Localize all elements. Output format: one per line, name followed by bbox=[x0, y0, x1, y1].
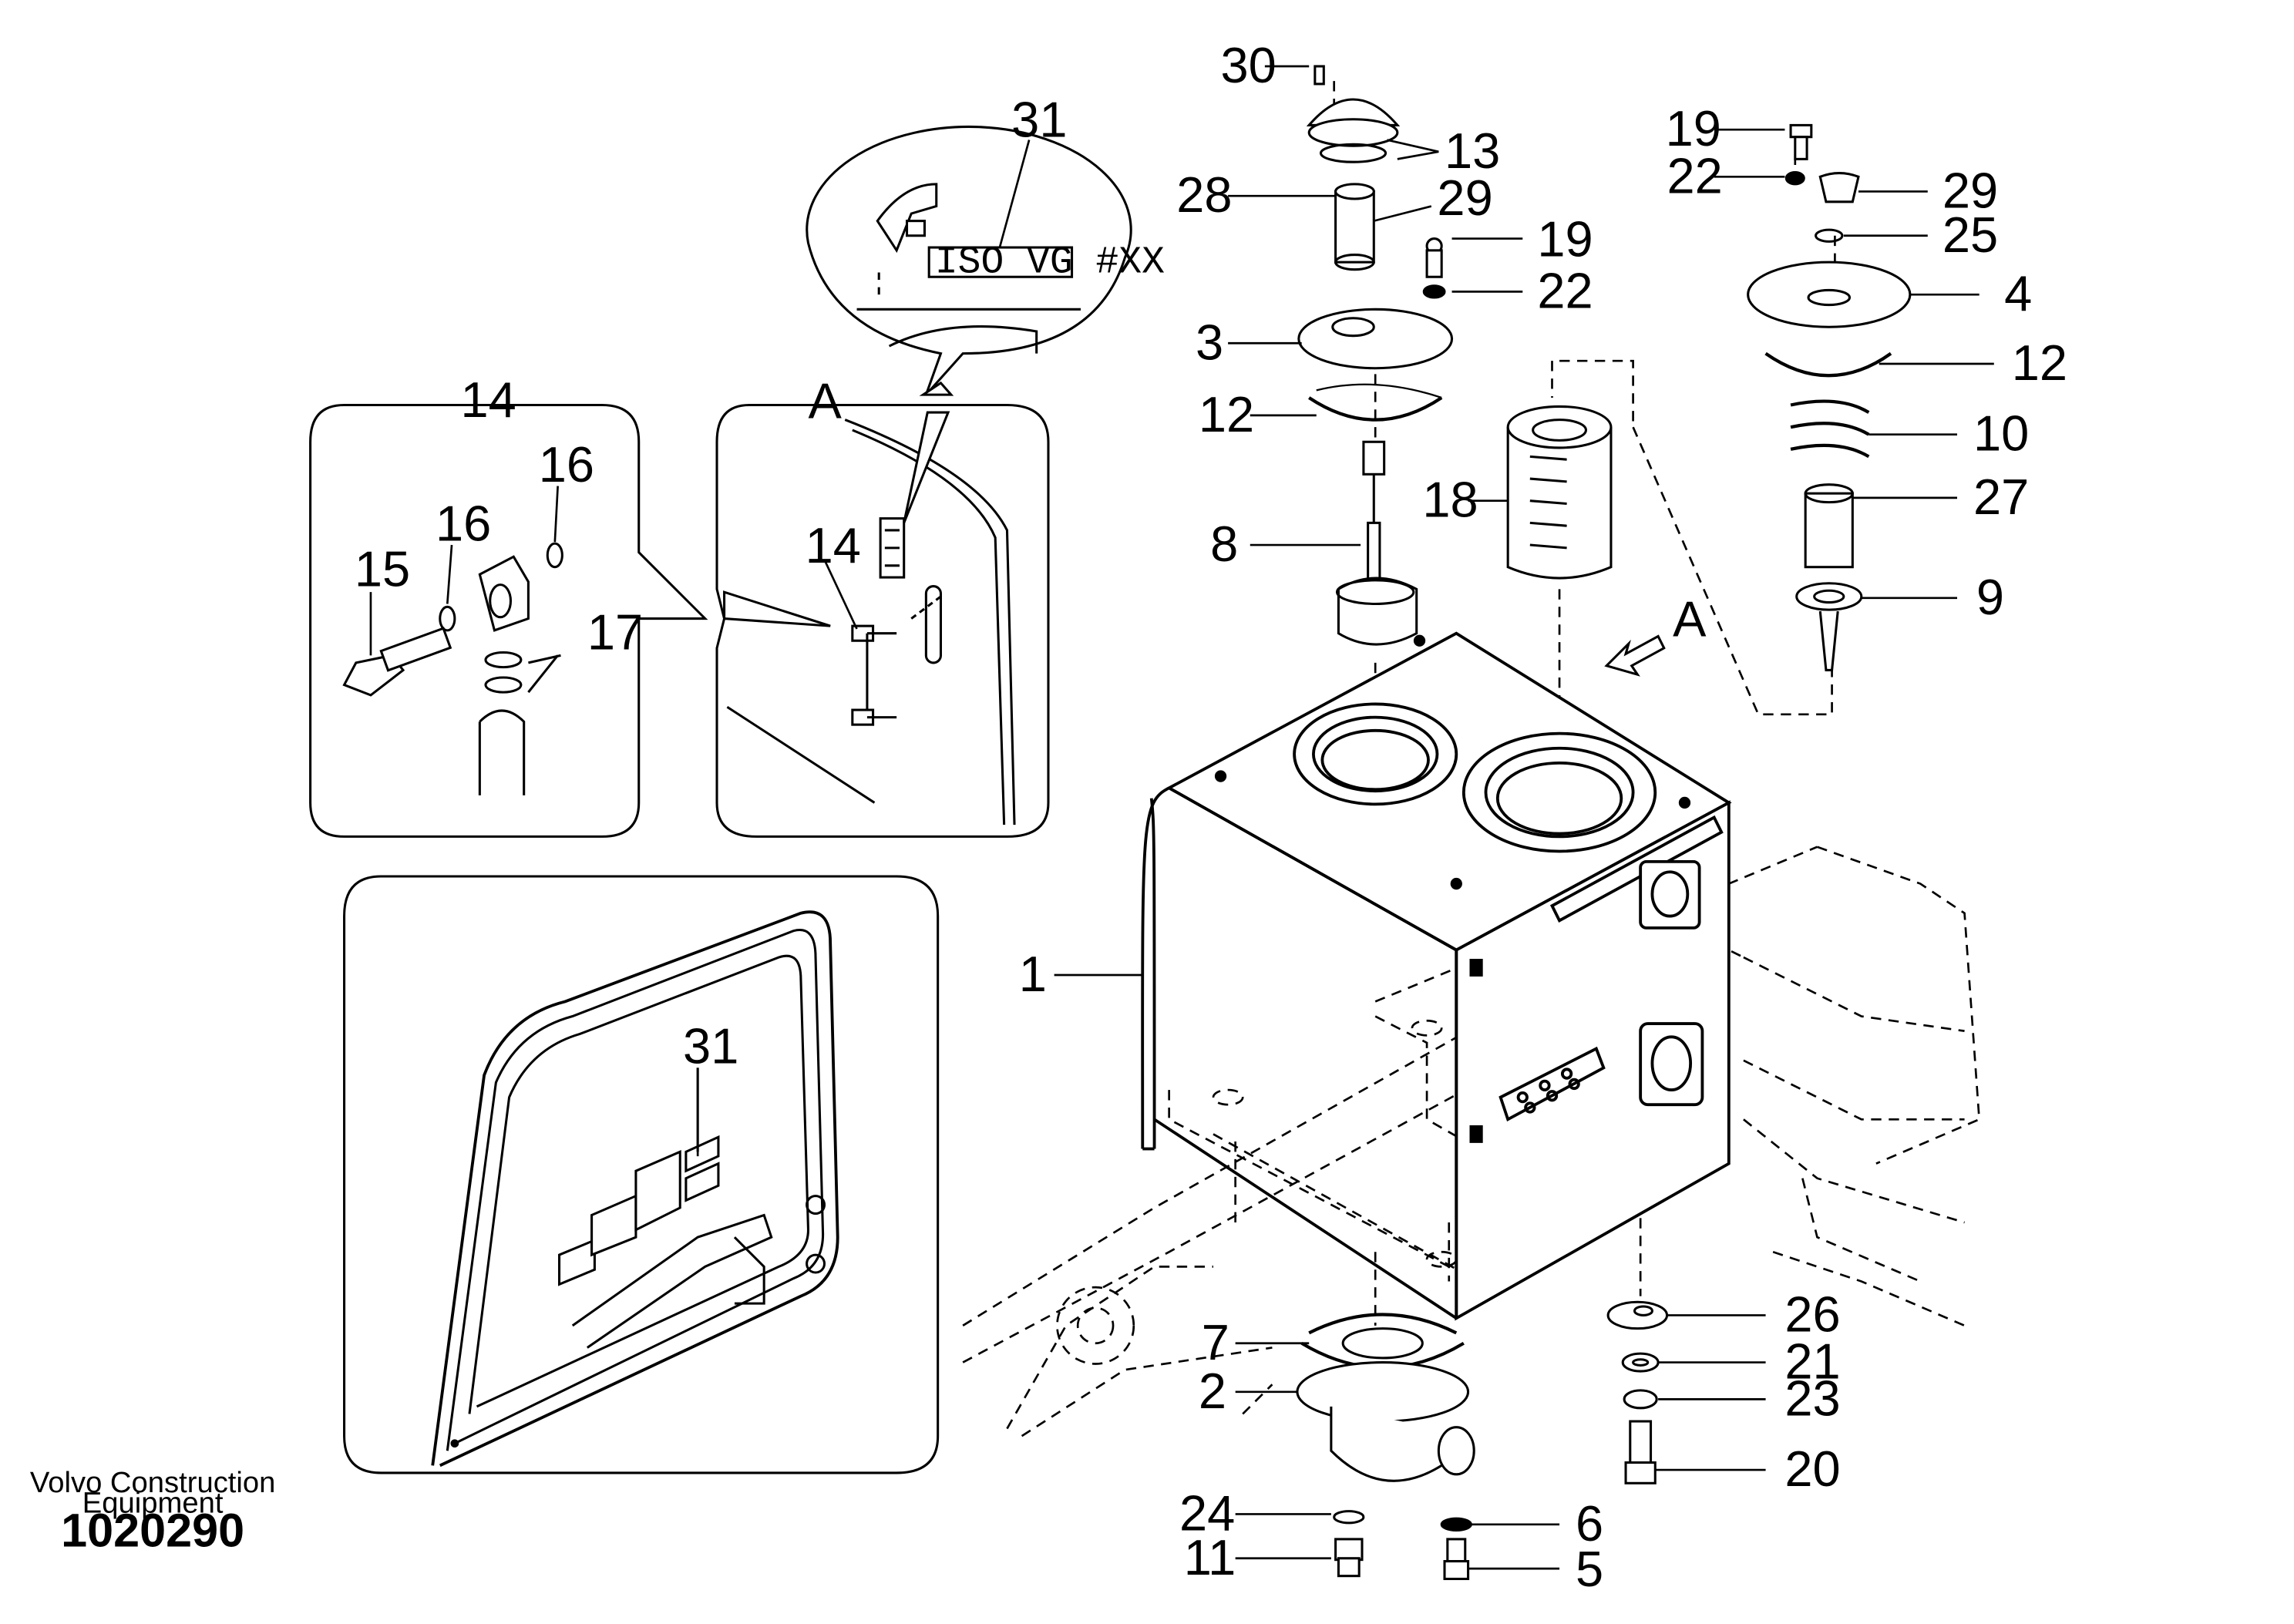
part-label-9: 9 bbox=[1976, 569, 2004, 625]
detail-a-title: A bbox=[808, 373, 842, 429]
detail-box-a bbox=[715, 403, 1050, 838]
drawing-footer: Volvo Construction Equipment 1020290 bbox=[30, 1466, 276, 1557]
footer-company-line1: Volvo Construction bbox=[30, 1466, 276, 1499]
part-label-8: 8 bbox=[1210, 516, 1238, 572]
part-label-10: 10 bbox=[1973, 405, 2029, 462]
part-label-25: 25 bbox=[1942, 207, 1998, 263]
part-label-14: 14 bbox=[806, 517, 861, 573]
detail-box-14 bbox=[309, 403, 708, 838]
part-label-5: 5 bbox=[1576, 1541, 1603, 1597]
view-direction-arrow bbox=[1604, 634, 1666, 677]
part-label-17: 17 bbox=[587, 604, 643, 661]
drawing-number: 1020290 bbox=[61, 1504, 244, 1556]
breather-assembly bbox=[1297, 65, 1454, 646]
suction-flange-assembly bbox=[1296, 1313, 1475, 1581]
part-label-11: 11 bbox=[1184, 1529, 1236, 1585]
part-label-28: 28 bbox=[1176, 166, 1232, 223]
part-label-4: 4 bbox=[2004, 265, 2032, 321]
direction-arrow-label: A bbox=[1673, 591, 1707, 647]
part-label-18: 18 bbox=[1422, 472, 1478, 528]
part-label-24: 24 bbox=[1179, 1484, 1235, 1541]
callout-circle bbox=[806, 125, 1132, 523]
part-label-2: 2 bbox=[1199, 1363, 1226, 1419]
part-label-23: 23 bbox=[1784, 1370, 1840, 1426]
cab-door-detail bbox=[343, 875, 940, 1474]
hydraulic-tank bbox=[1141, 631, 1732, 1321]
part-label-27: 27 bbox=[1973, 469, 2029, 525]
part-label-19b: 19 bbox=[1666, 100, 1721, 156]
part-label-15: 15 bbox=[355, 541, 410, 597]
part-label-22b: 22 bbox=[1667, 147, 1723, 203]
part-label-1: 1 bbox=[1019, 946, 1047, 1002]
part-labels: 30 13 28 29 19 22 3 12 18 8 19 22 29 25 … bbox=[355, 37, 2067, 1597]
part-label-13: 13 bbox=[1445, 123, 1500, 179]
footer-company-line2: Equipment bbox=[82, 1487, 224, 1520]
part-label-30: 30 bbox=[1221, 37, 1276, 93]
part-label-26: 26 bbox=[1784, 1286, 1840, 1342]
part-label-7: 7 bbox=[1202, 1314, 1229, 1370]
return-filter-element bbox=[1506, 405, 1613, 580]
part-label-12a: 12 bbox=[1199, 386, 1254, 442]
part-label-3: 3 bbox=[1196, 314, 1223, 370]
part-label-21: 21 bbox=[1784, 1333, 1840, 1390]
part-label-12b: 12 bbox=[2012, 335, 2067, 391]
part-label-31a: 31 bbox=[1011, 92, 1067, 148]
part-label-29a: 29 bbox=[1437, 170, 1492, 226]
leader-lines bbox=[369, 65, 1994, 1570]
part-label-19a: 19 bbox=[1537, 210, 1593, 267]
part-label-22a: 22 bbox=[1537, 262, 1593, 318]
part-label-29b: 29 bbox=[1942, 162, 1998, 218]
part-label-6: 6 bbox=[1576, 1495, 1603, 1552]
mounting-hardware bbox=[1606, 1300, 1669, 1484]
suction-strainer-assembly bbox=[1747, 123, 1912, 671]
iso-vg-label: ISO VG #XX bbox=[935, 241, 1165, 284]
part-label-20: 20 bbox=[1784, 1441, 1840, 1497]
part-label-16b: 16 bbox=[539, 436, 594, 493]
detail-14-title: 14 bbox=[461, 372, 516, 428]
part-label-31b: 31 bbox=[683, 1018, 738, 1074]
part-label-16a: 16 bbox=[436, 495, 491, 551]
